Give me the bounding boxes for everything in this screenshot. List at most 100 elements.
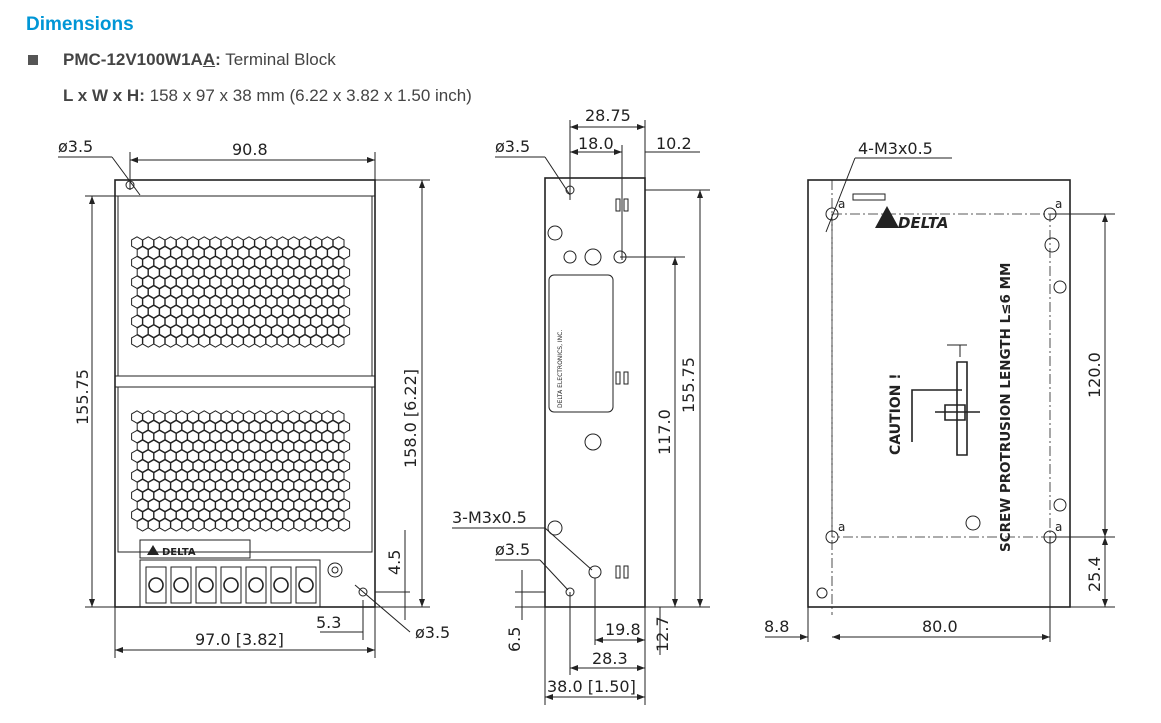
vent-hole [131, 334, 143, 348]
dim-total-top: 28.75 [585, 106, 631, 125]
front-logo: DELTA [162, 547, 196, 558]
vent-hole [164, 334, 177, 348]
side-label [548, 274, 614, 413]
vent-hole [287, 334, 300, 348]
size-label: L x W x H: [63, 86, 145, 105]
terminal-screw-icon [298, 577, 314, 593]
vent-hole [332, 334, 345, 348]
vent-hole [192, 518, 205, 532]
vent-hole [147, 518, 160, 532]
dim-offset-small: 5.3 [316, 613, 341, 632]
section-title: Dimensions [26, 14, 134, 35]
delta-logo-icon [875, 206, 899, 228]
vent-hole [299, 334, 311, 348]
front-view: DELTA 90.8 ø3.5 155.75 158.0 [6.22] 97.0… [58, 137, 450, 658]
vent-hole [187, 334, 199, 348]
caution-text: CAUTION ! [888, 373, 904, 455]
vent-hole [338, 304, 351, 319]
model-line: PMC-12V100W1AA: Terminal Block [63, 50, 336, 70]
vent-hole [338, 498, 351, 512]
bottom-body [807, 179, 1071, 608]
vent-hole [338, 518, 351, 532]
terminal-block [139, 559, 321, 608]
dim-width-top: 90.8 [232, 140, 268, 159]
vent-hole [243, 334, 255, 348]
vent-hole [332, 429, 345, 444]
vent-hole [332, 508, 345, 522]
vent-hole [220, 334, 233, 348]
dim-w-inner: 19.8 [605, 620, 641, 639]
terminals [145, 566, 317, 604]
dim-w-total: 38.0 [1.50] [547, 677, 636, 696]
vent-hole [332, 295, 345, 309]
vent-hole [159, 518, 171, 532]
vent-hole [265, 334, 278, 348]
vent-hole [304, 518, 317, 532]
bullet-icon [28, 55, 38, 65]
vent-hole [321, 334, 334, 348]
size-value: 158 x 97 x 38 mm (6.22 x 3.82 x 1.50 inc… [149, 86, 472, 105]
vent-hole [153, 334, 166, 348]
vent-hole [175, 334, 188, 348]
terminal-screw-icon [248, 577, 264, 593]
vent-hole [181, 518, 194, 532]
vent-hole [142, 334, 155, 348]
vent-hole [332, 275, 345, 289]
vent-hole [338, 285, 351, 299]
dim-screws: 3-M3x0.5 [452, 508, 527, 527]
terminal-screw-icon [148, 577, 164, 593]
vent-hole [332, 255, 345, 270]
dim-left-top: 18.0 [578, 134, 614, 153]
vent-hole [327, 518, 339, 532]
terminal-screw-icon [173, 577, 189, 593]
vent-hole [271, 518, 283, 532]
dim-w-mid: 28.3 [592, 649, 628, 668]
vent-hole [338, 459, 351, 473]
terminal [245, 566, 267, 604]
vent-hole [338, 324, 351, 338]
dim-hole-bottom: ø3.5 [495, 540, 530, 559]
side-view: DELTA ELECTRONICS, INC. 28.75 18.0 10.2 … [452, 106, 710, 705]
dim-hole-bottom: ø3.5 [415, 623, 450, 642]
vent-hole [332, 314, 345, 329]
dim-width: 80.0 [922, 617, 958, 636]
dim-offset-vert: 4.5 [385, 550, 404, 575]
vent-hole [338, 246, 351, 260]
terminal [220, 566, 242, 604]
dim-width-bottom: 97.0 [3.82] [195, 630, 284, 649]
mounting-outline [831, 213, 1051, 538]
dim-height: 120.0 [1085, 352, 1104, 398]
terminal [145, 566, 167, 604]
hole-mark: a [1055, 520, 1062, 534]
model-description: Terminal Block [225, 50, 336, 69]
terminal [270, 566, 292, 604]
terminal-screw-icon [198, 577, 214, 593]
dim-height-right: 158.0 [6.22] [401, 369, 420, 468]
vent-hole [226, 518, 239, 532]
terminal-screw-icon [223, 577, 239, 593]
dim-offset-left: 8.8 [764, 617, 789, 636]
vent-hole [231, 334, 244, 348]
vent-hole [282, 518, 295, 532]
terminal [295, 566, 317, 604]
terminal [170, 566, 192, 604]
vent-hole [276, 334, 289, 348]
vent-hole [170, 518, 183, 532]
dim-depth: 12.7 [653, 616, 672, 652]
vent-hole [332, 410, 345, 424]
dim-screws: 4-M3x0.5 [858, 139, 933, 158]
bottom-view: a a a a DELTA CAUTION ! SCREW PROTRUSION… [764, 139, 1115, 642]
terminal-screw-icon [273, 577, 289, 593]
dim-offset-bottom: 25.4 [1085, 556, 1104, 592]
vent-hole [310, 334, 323, 348]
hole-mark: a [838, 520, 845, 534]
vent-hole [332, 488, 345, 503]
vent-hole [338, 478, 351, 493]
hole-mark: a [1055, 197, 1062, 211]
vent-hole [315, 518, 328, 532]
vent-hole [203, 518, 216, 532]
dim-height-outer: 155.75 [679, 357, 698, 413]
side-label-text: DELTA ELECTRONICS, INC. [557, 330, 564, 408]
colon: : [215, 50, 221, 69]
